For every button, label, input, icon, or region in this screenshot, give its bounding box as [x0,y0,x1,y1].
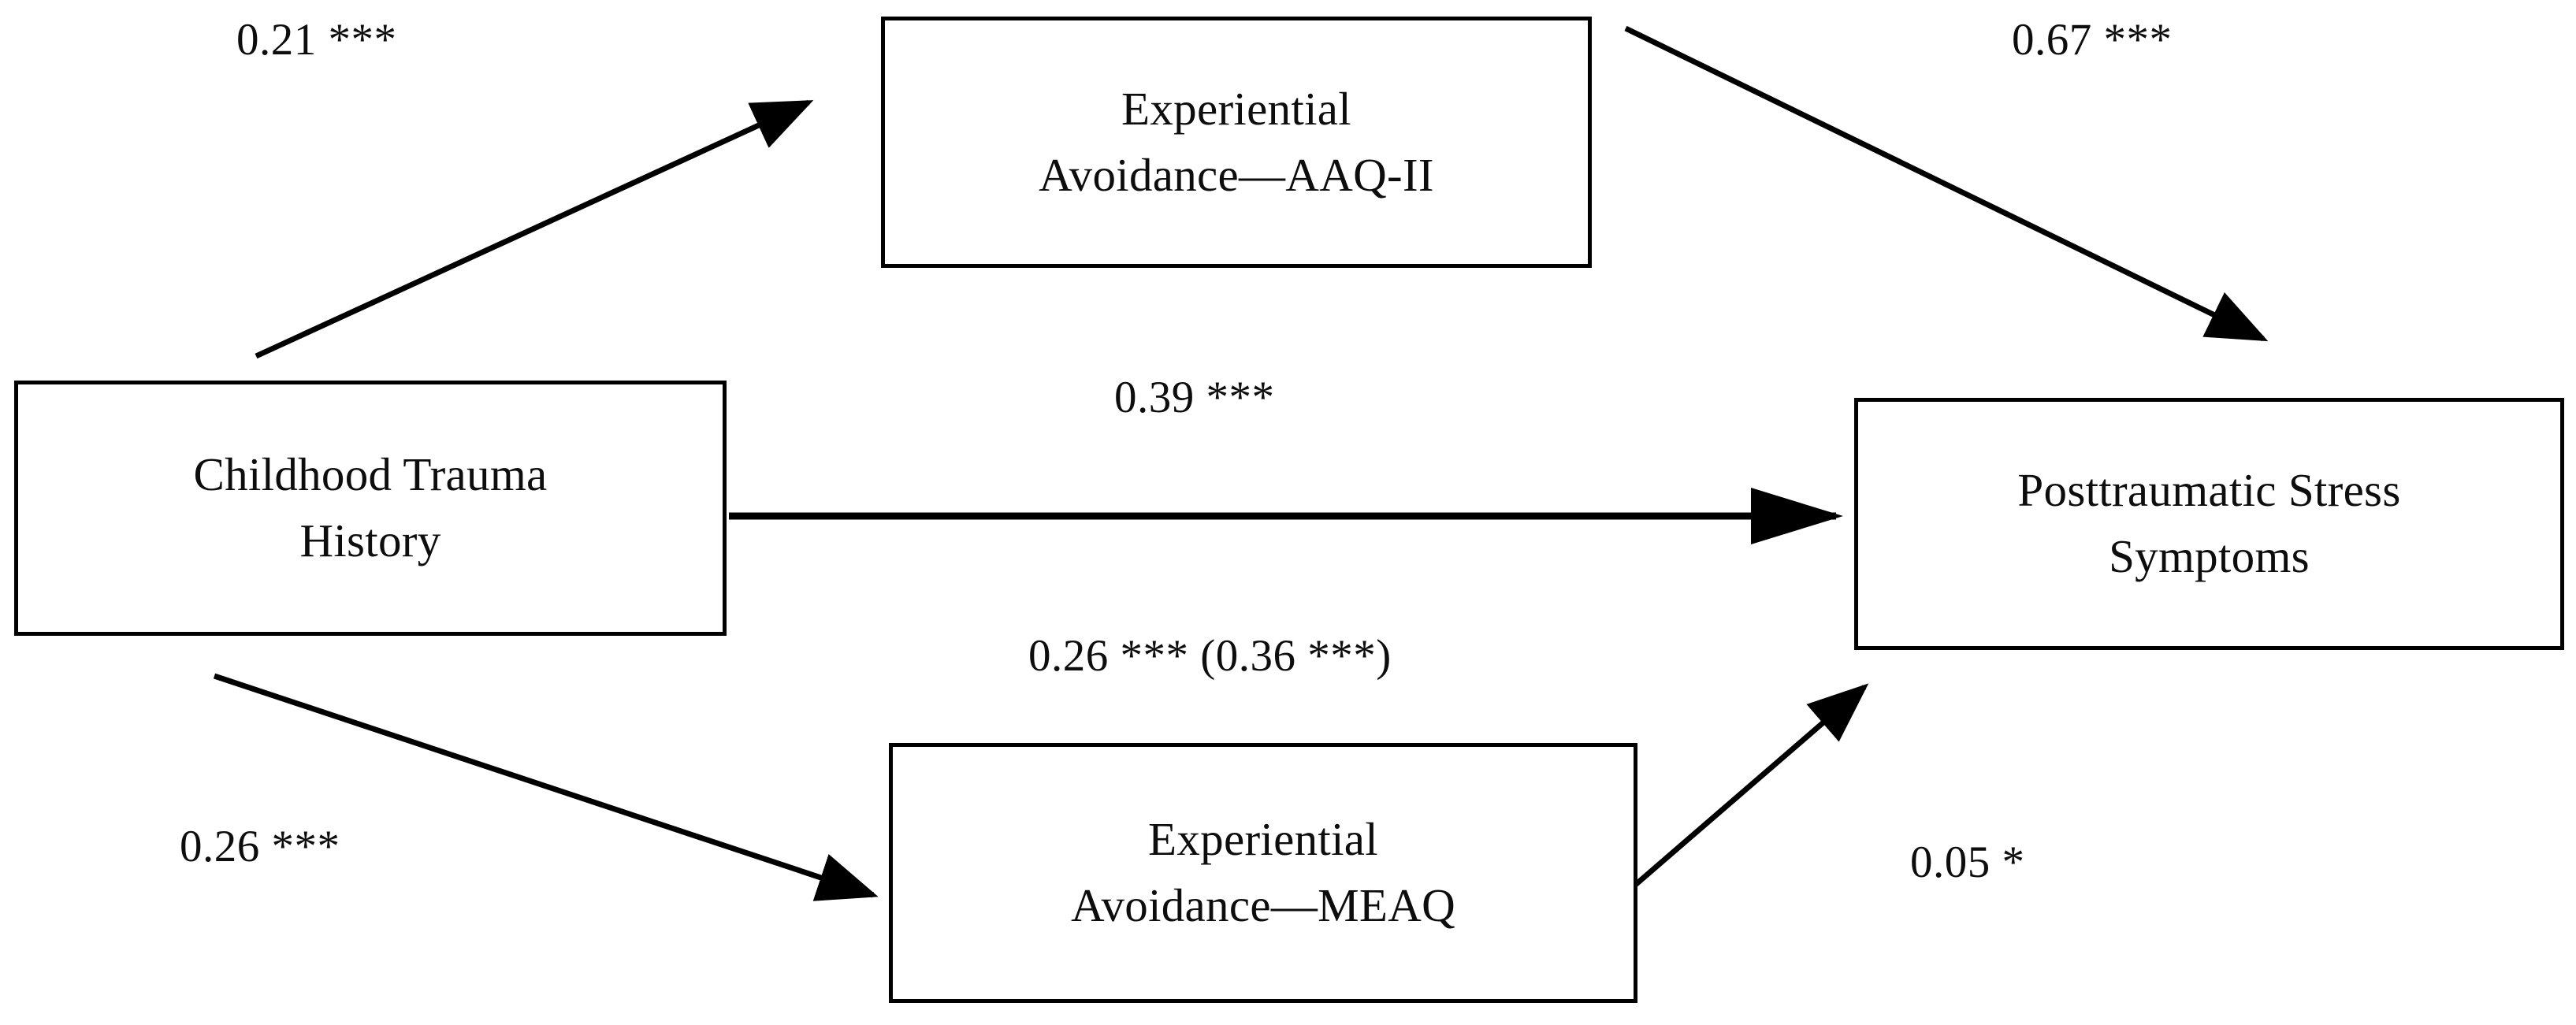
edge-label-trauma-to-ptss-direct: 0.39 *** [1114,373,1275,422]
node-label-line-2: Symptoms [2109,530,2310,582]
edge-aaq-to-ptss [1624,25,2269,342]
edge-label-trauma-to-aaq: 0.21 *** [236,15,397,65]
node-label-line-1: Experiential [1148,813,1378,866]
node-label-line-1: Childhood Trauma [193,448,548,501]
node-label-line-2: Avoidance—MEAQ [1070,879,1456,931]
edge-trauma-to-aaq [255,99,814,359]
edge-meaq-to-ptss [1619,683,1869,899]
node-label-line-1: Posttraumatic Stress [2017,464,2401,517]
node-experiential-avoidance-meaq[interactable]: Experiential Avoidance—MEAQ [889,743,1637,1003]
node-childhood-trauma-history[interactable]: Childhood Trauma History [14,381,727,636]
annotation-total-indirect-effect: 0.26 *** (0.36 ***) [1028,631,1392,681]
node-experiential-avoidance-aaq[interactable]: Experiential Avoidance—AAQ-II [881,17,1592,268]
node-label-line-2: History [299,514,441,566]
node-posttraumatic-stress-symptoms[interactable]: Posttraumatic Stress Symptoms [1854,398,2564,650]
edge-trauma-to-meaq [213,673,879,901]
edge-label-aaq-to-ptss: 0.67 *** [2012,15,2173,65]
node-label-line-2: Avoidance—AAQ-II [1039,148,1434,201]
edge-label-meaq-to-ptss: 0.05 * [1910,837,2025,887]
edge-label-trauma-to-meaq: 0.26 *** [180,822,340,871]
node-label-line-1: Experiential [1121,82,1351,135]
